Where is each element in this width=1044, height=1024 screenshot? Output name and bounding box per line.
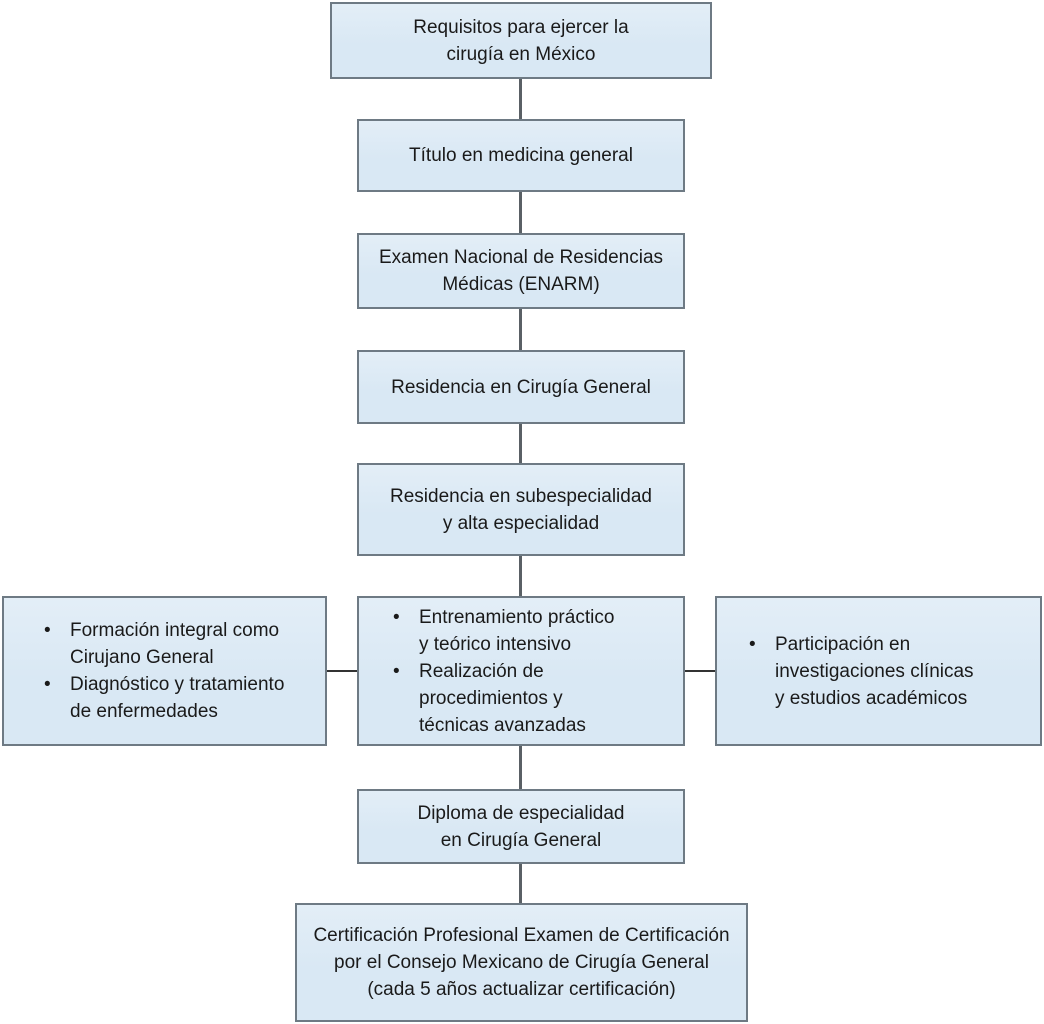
connector-titulo-enarm	[519, 192, 522, 233]
bullet-item: Participación en investigaciones clínica…	[749, 631, 1034, 712]
connector-entrenamiento-diploma	[519, 746, 522, 789]
node-residencia-cirugia-label: Residencia en Cirugía General	[391, 376, 651, 398]
node-residencia-cirugia: Residencia en Cirugía General	[357, 350, 685, 424]
node-entrenamiento: Entrenamiento práctico y teórico intensi…	[357, 596, 685, 746]
node-formacion-integral: Formación integral como Cirujano General…	[2, 596, 327, 746]
connector-formacion-entrenamiento	[327, 670, 357, 672]
connector-requisitos-titulo	[519, 79, 522, 119]
node-residencia-subespecialidad: Residencia en subespecialidad y alta esp…	[357, 463, 685, 556]
connector-entrenamiento-participacion	[685, 670, 715, 672]
connector-subespecialidad-entrenamiento	[519, 556, 522, 596]
node-enarm: Examen Nacional de Residencias Médicas (…	[357, 233, 685, 309]
node-diploma-label: Diploma de especialidad en Cirugía Gener…	[417, 802, 625, 851]
connector-residencia-subespecialidad	[519, 424, 522, 463]
node-requisitos-label: Requisitos para ejercer la cirugía en Mé…	[413, 16, 629, 65]
node-requisitos: Requisitos para ejercer la cirugía en Mé…	[330, 2, 712, 79]
entrenamiento-bullet-list: Entrenamiento práctico y teórico intensi…	[393, 604, 677, 739]
participacion-bullet-list: Participación en investigaciones clínica…	[749, 631, 1034, 712]
bullet-item: Formación integral como Cirujano General	[44, 617, 317, 671]
bullet-item: Realización de procedimientos y técnicas…	[393, 658, 677, 739]
node-diploma: Diploma de especialidad en Cirugía Gener…	[357, 789, 685, 864]
node-certificacion: Certificación Profesional Examen de Cert…	[295, 903, 748, 1022]
node-participacion: Participación en investigaciones clínica…	[715, 596, 1042, 746]
bullet-item: Diagnóstico y tratamiento de enfermedade…	[44, 671, 317, 725]
node-certificacion-label: Certificación Profesional Examen de Cert…	[313, 925, 730, 1000]
formacion-bullet-list: Formación integral como Cirujano General…	[44, 617, 317, 725]
node-titulo-medicina: Título en medicina general	[357, 119, 685, 192]
bullet-item: Entrenamiento práctico y teórico intensi…	[393, 604, 677, 658]
node-residencia-subespecialidad-label: Residencia en subespecialidad y alta esp…	[390, 485, 652, 534]
node-titulo-medicina-label: Título en medicina general	[409, 145, 633, 166]
connector-diploma-certificacion	[519, 864, 522, 903]
node-enarm-label: Examen Nacional de Residencias Médicas (…	[378, 247, 664, 295]
connector-enarm-residencia	[519, 309, 522, 350]
